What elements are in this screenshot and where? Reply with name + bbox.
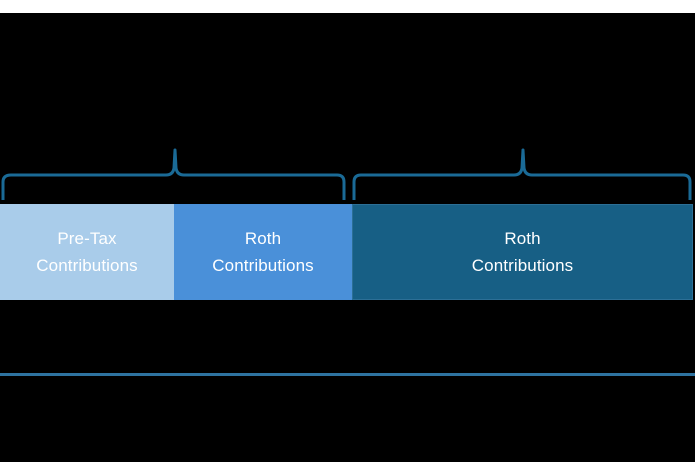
- segment-label-line2: Contributions: [36, 256, 138, 275]
- right-brace-icon: [352, 148, 692, 200]
- segment-label-line1: Pre-Tax: [57, 229, 117, 248]
- bottom-divider-rule: [0, 373, 695, 376]
- stacked-contribution-bar: Pre-Tax Contributions Roth Contributions…: [0, 204, 695, 300]
- segment-label-line1: Roth: [244, 229, 282, 248]
- segment-roth-contributions-medium[interactable]: Roth Contributions: [174, 204, 352, 300]
- segment-label-line2: Contributions: [212, 256, 314, 275]
- segment-label-line1: Roth: [504, 229, 541, 248]
- segment-label-line2: Contributions: [471, 256, 574, 275]
- left-brace-icon: [1, 148, 346, 200]
- brace-annotation-layer: [0, 140, 695, 210]
- top-white-band: [0, 0, 695, 13]
- segment-roth-contributions-dark[interactable]: Roth Contributions: [352, 204, 693, 300]
- segment-pretax-contributions[interactable]: Pre-Tax Contributions: [0, 204, 174, 300]
